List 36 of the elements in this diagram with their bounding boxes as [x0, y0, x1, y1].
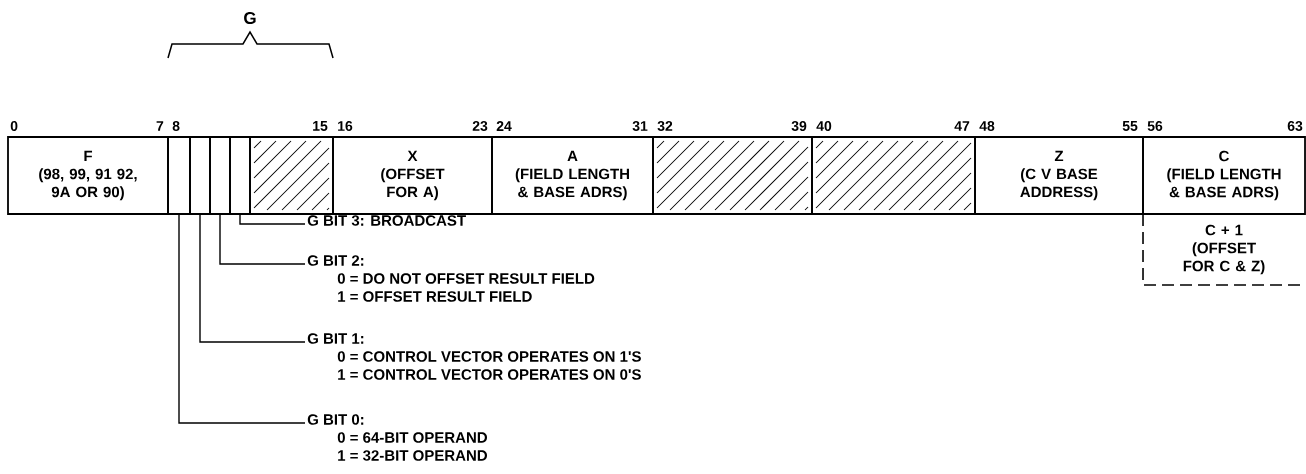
- bit-number: 16: [338, 121, 353, 131]
- bit-number: 8: [172, 121, 180, 131]
- bit-number: 32: [657, 121, 673, 131]
- bit-number: 48: [979, 121, 995, 131]
- leader-line: [219, 214, 306, 265]
- hatched-field: [652, 136, 813, 215]
- leader-line: [239, 214, 306, 225]
- bit-description: G BIT 1: 0 = CONTROL VECTOR OPERATES ON 1'S 1 = CONTROL VECTOR OPERATES ON 0'S: [307, 333, 641, 380]
- field-box: C (FIELD LENGTH & BASE ADRS): [1142, 136, 1306, 215]
- bit-number: 56: [1147, 121, 1163, 131]
- dashed-field-box: C + 1 (OFFSET FOR C & Z): [1142, 213, 1306, 286]
- bit-cell: [167, 136, 191, 215]
- bit-number: 47: [954, 121, 970, 131]
- hatched-field: [249, 136, 334, 215]
- bit-number: 7: [156, 121, 164, 131]
- field-box: Z (C V BASE ADDRESS): [974, 136, 1144, 215]
- leader-line: [178, 214, 306, 424]
- bit-cell: [189, 136, 211, 215]
- bit-cell: [229, 136, 251, 215]
- bit-description: G BIT 2: 0 = DO NOT OFFSET RESULT FIELD 1 = OFFSET RESULT FIELD: [307, 255, 595, 302]
- field-box: A (FIELD LENGTH & BASE ADRS): [491, 136, 654, 215]
- bit-number: 39: [791, 121, 807, 131]
- hatched-field: [811, 136, 976, 215]
- bracket-label: G: [244, 12, 256, 25]
- bit-description: G BIT 3: BROADCAST: [307, 215, 466, 226]
- field-box: X (OFFSET FOR A): [332, 136, 493, 215]
- bit-number: 23: [472, 121, 488, 131]
- bit-number: 31: [632, 121, 648, 131]
- field-box: F (98, 99, 91 92, 9A OR 90): [7, 136, 169, 215]
- bit-number: 15: [313, 121, 328, 131]
- bit-number: 24: [496, 121, 512, 131]
- bit-cell: [209, 136, 231, 215]
- leader-line: [199, 214, 306, 343]
- bit-description: G BIT 0: 0 = 64-BIT OPERAND 1 = 32-BIT OPERAND: [307, 414, 487, 461]
- bit-number: 40: [816, 121, 832, 131]
- bit-number: 55: [1122, 121, 1138, 131]
